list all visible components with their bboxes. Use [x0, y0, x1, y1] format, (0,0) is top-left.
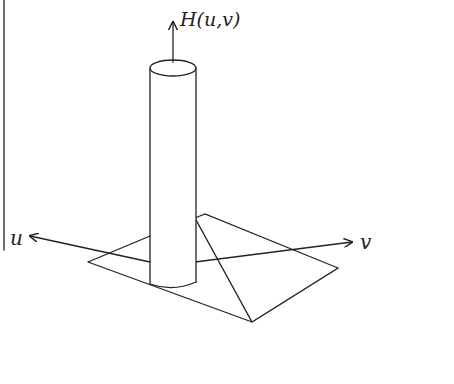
border-line — [3, 0, 4, 250]
height-arrow — [172, 22, 173, 62]
cylinder-bottom — [150, 282, 196, 288]
axis-label: v — [360, 232, 371, 252]
u-axis — [30, 236, 150, 262]
axis-label: u — [10, 228, 23, 248]
base-plane — [88, 214, 338, 322]
function-label: H(u,v) — [180, 10, 240, 29]
cylinder-side — [149, 68, 150, 284]
v-axis — [195, 242, 352, 262]
cylinder-side — [195, 68, 196, 282]
